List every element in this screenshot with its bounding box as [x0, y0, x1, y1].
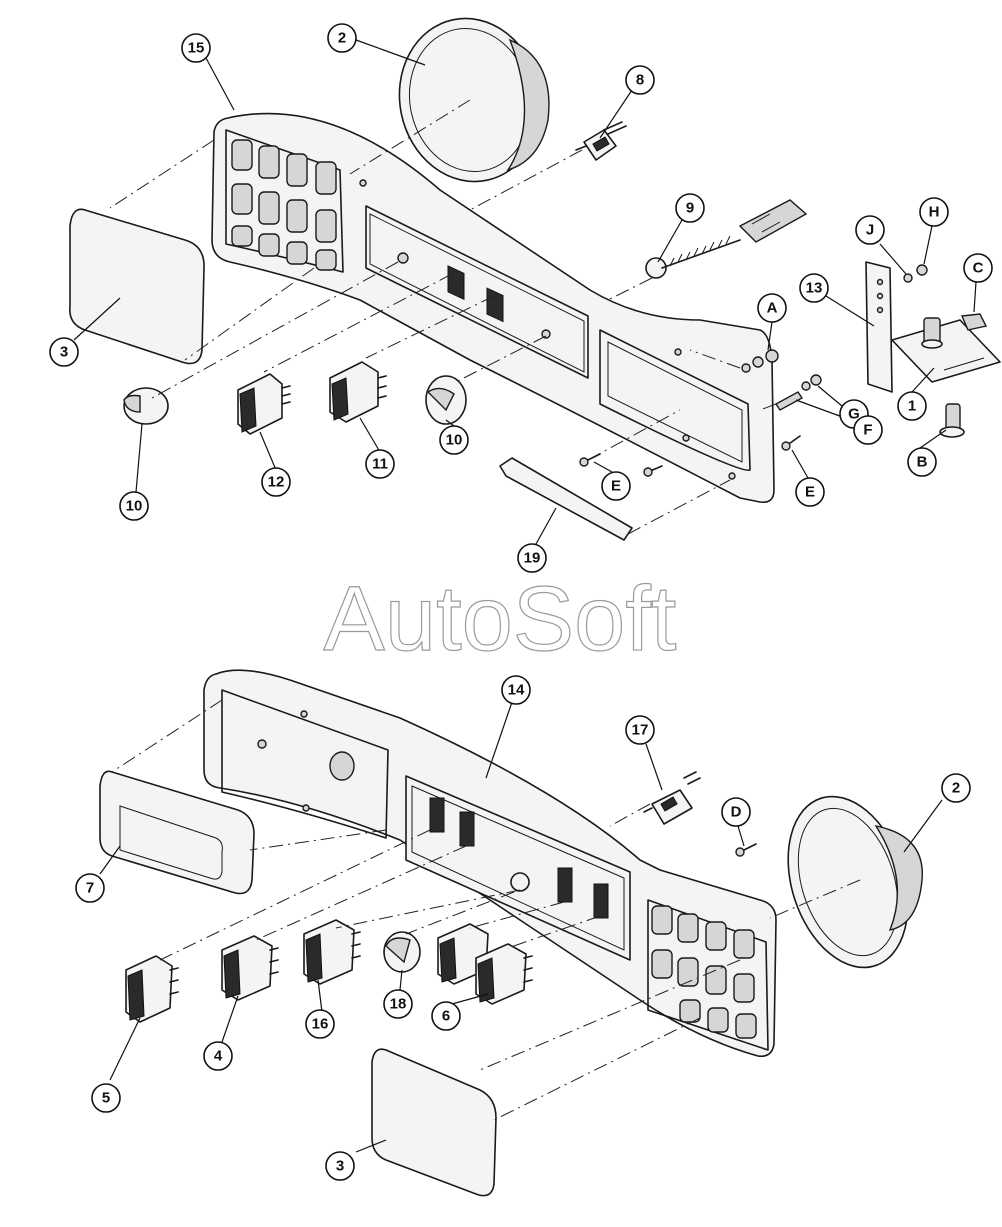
lens-cover-top [68, 208, 205, 365]
bracket-13 [865, 261, 1001, 393]
callout-E-1: E [601, 471, 631, 501]
callout-13: 13 [799, 273, 829, 303]
svg-text:18: 18 [390, 996, 407, 1013]
svg-text:10: 10 [126, 498, 143, 515]
callout-6: 6 [431, 1001, 461, 1031]
callout-8: 8 [625, 65, 655, 95]
callout-B: B [907, 447, 937, 477]
svg-text:E: E [805, 484, 815, 501]
callout-2-top: 2 [327, 23, 357, 53]
svg-text:4: 4 [214, 1048, 223, 1065]
callout-leaders [73, 39, 977, 1153]
svg-text:10: 10 [446, 432, 463, 449]
callout-5: 5 [91, 1083, 121, 1113]
svg-text:15: 15 [188, 40, 205, 57]
svg-text:3: 3 [60, 344, 68, 361]
svg-text:11: 11 [372, 456, 388, 473]
callout-1: 1 [897, 391, 927, 421]
callout-19: 19 [517, 543, 547, 573]
callout-7: 7 [75, 873, 105, 903]
callout-2-bottom: 2 [941, 773, 971, 803]
callout-3-top: 3 [49, 337, 79, 367]
top-assembly-lines [109, 99, 777, 535]
callout-9: 9 [675, 193, 705, 223]
speaker-bottom [787, 795, 923, 969]
nut-J-H [903, 264, 928, 283]
bottom-dash-panel-14 [203, 669, 777, 1058]
switch-8 [575, 121, 627, 161]
callout-J: J [855, 215, 885, 245]
knob-10-left [123, 387, 169, 425]
svg-text:13: 13 [806, 280, 823, 297]
callout-17: 17 [625, 715, 655, 745]
bottom-assembly-lines [111, 699, 861, 1121]
svg-text:14: 14 [508, 682, 525, 699]
lens-cover-bottom [371, 1048, 497, 1197]
callout-10-left: 10 [119, 491, 149, 521]
rocker-switch-16 [303, 919, 361, 985]
svg-text:12: 12 [268, 474, 285, 491]
svg-text:G: G [848, 406, 860, 423]
callouts: 15 2 8 9 3 10 12 11 10 A J H C 13 1 G F … [49, 23, 993, 1181]
svg-text:1: 1 [908, 398, 916, 415]
callout-16: 16 [305, 1009, 335, 1039]
callout-D: D [721, 797, 751, 827]
rocker-switch-12 [237, 373, 291, 435]
screw-D [735, 843, 757, 857]
callout-4: 4 [203, 1041, 233, 1071]
knob-10-right [425, 375, 467, 425]
svg-text:6: 6 [442, 1008, 450, 1025]
callout-11: 11 [365, 449, 395, 479]
callout-15: 15 [181, 33, 211, 63]
svg-text:J: J [866, 222, 874, 239]
callout-F: F [853, 415, 883, 445]
nut-C [960, 313, 988, 331]
rocker-switch-11 [329, 361, 387, 423]
hardware-A [741, 349, 779, 373]
svg-text:3: 3 [336, 1158, 344, 1175]
callout-C: C [963, 253, 993, 283]
bolt-B [939, 403, 965, 438]
svg-text:B: B [917, 454, 928, 471]
svg-text:H: H [929, 204, 940, 221]
svg-text:17: 17 [632, 722, 649, 739]
callout-10-right: 10 [439, 425, 469, 455]
callout-3-bottom: 3 [325, 1151, 355, 1181]
svg-text:16: 16 [312, 1016, 329, 1033]
svg-text:E: E [611, 478, 621, 495]
callout-14: 14 [501, 675, 531, 705]
knob-18 [383, 931, 421, 973]
svg-text:7: 7 [86, 880, 94, 897]
svg-text:2: 2 [338, 30, 346, 47]
callout-E-2: E [795, 477, 825, 507]
sensor-9 [645, 199, 808, 279]
svg-text:2: 2 [952, 780, 960, 797]
vent-grid-left [225, 129, 344, 273]
rocker-switch-5 [125, 955, 179, 1023]
knob-1 [921, 317, 943, 349]
callout-12: 12 [261, 467, 291, 497]
bolt-F-washer-G [774, 374, 822, 411]
svg-text:F: F [863, 422, 872, 439]
svg-text:8: 8 [636, 72, 644, 89]
callout-H: H [919, 197, 949, 227]
top-dash-panel-15 [211, 112, 775, 504]
callout-18: 18 [383, 989, 413, 1019]
svg-text:D: D [731, 804, 742, 821]
svg-text:9: 9 [686, 200, 694, 217]
svg-text:19: 19 [524, 550, 541, 567]
watermark: AutoSoft [324, 568, 677, 670]
callout-A: A [757, 293, 787, 323]
svg-text:C: C [973, 260, 984, 277]
rocker-switch-6b [475, 943, 533, 1005]
rocker-switch-4 [221, 935, 279, 1001]
svg-text:5: 5 [102, 1090, 110, 1107]
cover-plate-7 [99, 770, 255, 895]
svg-text:A: A [767, 300, 778, 317]
switch-17 [643, 771, 701, 825]
